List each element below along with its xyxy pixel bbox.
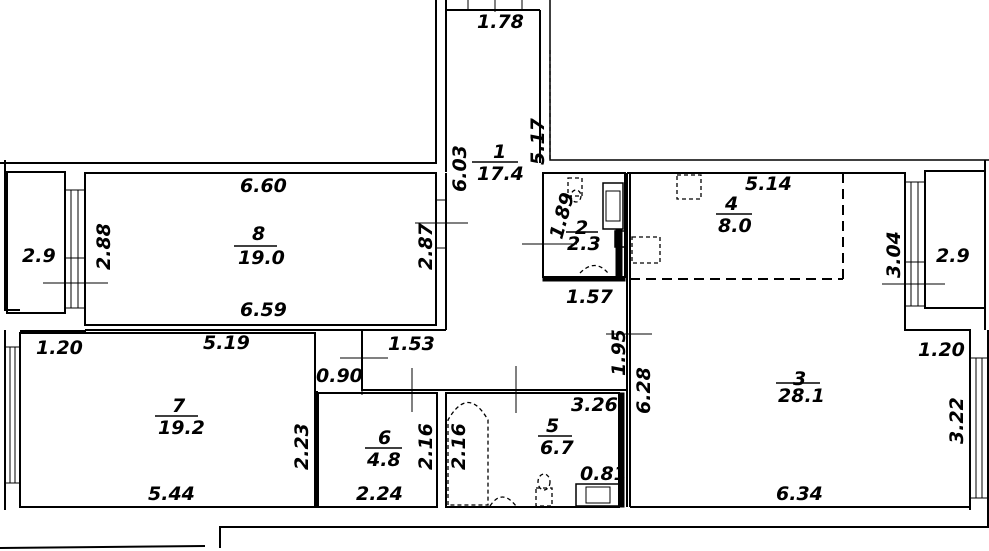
room-6-number: 6 — [378, 427, 391, 449]
dim-2-88: 2.88 — [93, 223, 115, 270]
room-2-number: 2 — [575, 217, 588, 239]
room-7-area: 19.2 — [158, 417, 205, 439]
room-4-area: 8.0 — [718, 215, 752, 237]
dim-1-78: 1.78 — [477, 11, 524, 33]
room-1-number: 1 — [493, 141, 506, 163]
room-6-area: 4.8 — [366, 449, 401, 471]
dim-1-20-left: 1.20 — [36, 337, 83, 359]
balcony-left-area: 2.9 — [22, 245, 56, 267]
room-3-number: 3 — [793, 368, 806, 390]
dim-0-81: 0.81 — [580, 463, 627, 485]
room-4-number: 4 — [724, 193, 738, 215]
dim-3-26: 3.26 — [571, 394, 618, 416]
dim-3-04: 3.04 — [883, 231, 905, 278]
dim-6-28: 6.28 — [633, 367, 655, 414]
dim-6-34: 6.34 — [776, 483, 823, 505]
dim-2-16-room5: 2.16 — [448, 423, 470, 470]
dim-3-22: 3.22 — [946, 397, 968, 444]
room-7-number: 7 — [172, 395, 186, 417]
dim-6-59: 6.59 — [240, 299, 287, 321]
dim-2-23: 2.23 — [291, 423, 313, 470]
balcony-right-area: 2.9 — [936, 245, 970, 267]
dim-2-16-room6: 2.16 — [415, 423, 437, 470]
dim-6-60: 6.60 — [240, 175, 287, 197]
dim-1-20-right: 1.20 — [918, 339, 965, 361]
dim-6-03: 6.03 — [449, 145, 471, 192]
dim-5-44: 5.44 — [148, 483, 195, 505]
dim-2-87: 2.87 — [415, 222, 437, 270]
room-3-area: 28.1 — [778, 385, 825, 407]
dim-5-14: 5.14 — [745, 173, 792, 195]
room-2-area: 2.3 — [567, 233, 601, 255]
dim-1-95: 1.95 — [608, 329, 630, 376]
room-5-area: 6.7 — [540, 437, 574, 459]
room-8-area: 19.0 — [238, 247, 285, 269]
dim-0-90: 0.90 — [316, 365, 363, 387]
dim-5-17: 5.17 — [527, 117, 549, 165]
room-5-number: 5 — [546, 415, 559, 437]
labels: 1.78 6.03 5.17 1 17.4 6.60 8 19.0 6.59 2… — [22, 11, 970, 505]
dim-2-24: 2.24 — [356, 483, 403, 505]
room-1-area: 17.4 — [477, 163, 524, 185]
dim-1-57: 1.57 — [566, 286, 614, 308]
dim-1-53: 1.53 — [388, 333, 435, 355]
room-8-number: 8 — [252, 223, 265, 245]
dim-5-19: 5.19 — [203, 332, 250, 354]
